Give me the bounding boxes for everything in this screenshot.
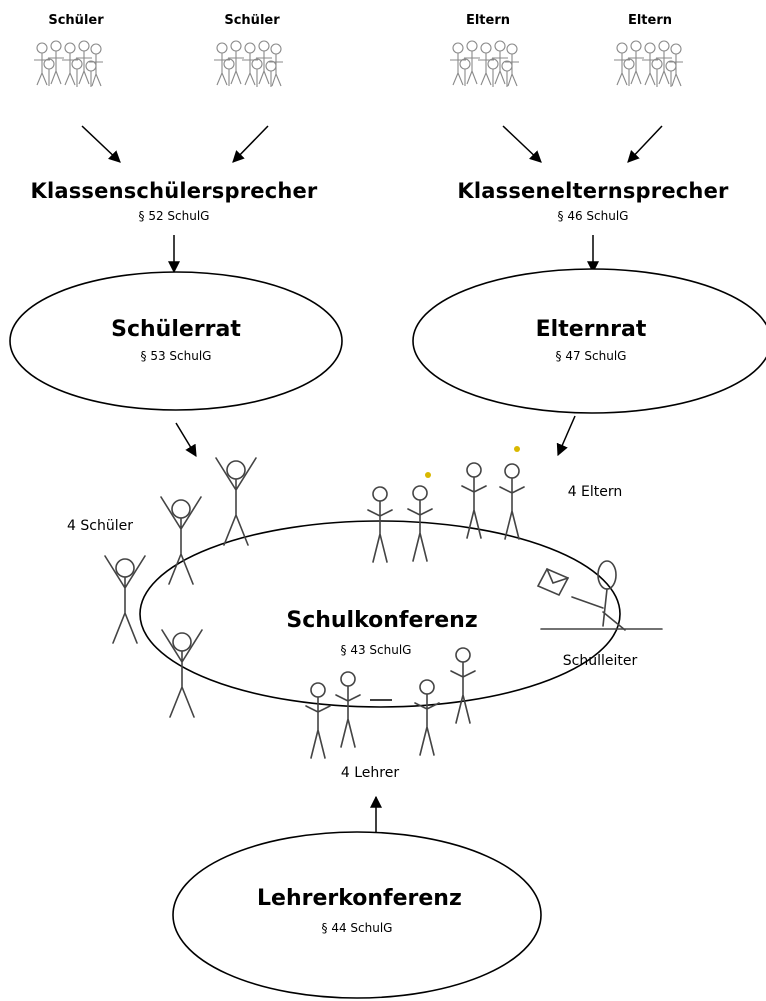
schuelerrat-title: Schülerrat [111,317,241,342]
lehrerkonferenz-law: § 44 SchulG [321,921,393,935]
klassenschuelersprecher-law: § 52 SchulG [138,209,210,223]
arrow [502,125,542,163]
eltern-crowd-icon [449,40,520,88]
klassenschuelersprecher-title: Klassenschülersprecher [30,179,318,203]
schuelerrat-law: § 53 SchulG [140,349,212,363]
schulkonferenz-title: Schulkonferenz [286,608,478,633]
member-label-lehrer: 4 Lehrer [340,765,400,781]
schuelerrat-ellipse [9,271,343,411]
eltern-crowd-icon [613,40,684,88]
elternrat-law: § 47 SchulG [555,349,627,363]
lehrerkonferenz-ellipse [172,831,542,999]
elternrat-ellipse [412,268,766,414]
klassenelternsprecher-title: Klassenelternsprecher [457,179,729,203]
schueler-crowd-icon [33,40,104,88]
parent-figure-icon [367,486,393,563]
klassenelternsprecher-law: § 46 SchulG [557,209,629,223]
teacher-figure-icon [335,671,361,748]
member-label-eltern: 4 Eltern [567,484,623,500]
sparkle-icon [514,446,520,452]
arrow [627,125,663,163]
group-label-schueler: Schüler [48,13,104,28]
schulleiter-figure-icon [536,560,663,631]
student-figure-icon [104,555,146,644]
elternrat-title: Elternrat [535,317,647,342]
group-label-eltern: Eltern [465,13,511,28]
group-label-eltern: Eltern [627,13,673,28]
schulkonferenz-law: § 43 SchulG [340,643,412,657]
arrow [556,415,576,457]
teacher-figure-icon [450,647,476,724]
teacher-figure-icon [305,682,331,759]
arrow [81,125,121,163]
member-label-schulleiter: Schulleiter [562,653,638,669]
member-label-schueler: 4 Schüler [67,518,133,534]
lehrerkonferenz-title: Lehrerkonferenz [257,886,462,911]
group-label-schueler: Schüler [224,13,280,28]
arrow [232,125,269,163]
student-figure-icon [215,457,257,546]
parent-figure-icon [499,463,525,540]
sparkle-icon [425,472,431,478]
schueler-crowd-icon [213,40,284,88]
teacher-figure-icon [414,679,440,756]
arrow [175,422,197,458]
